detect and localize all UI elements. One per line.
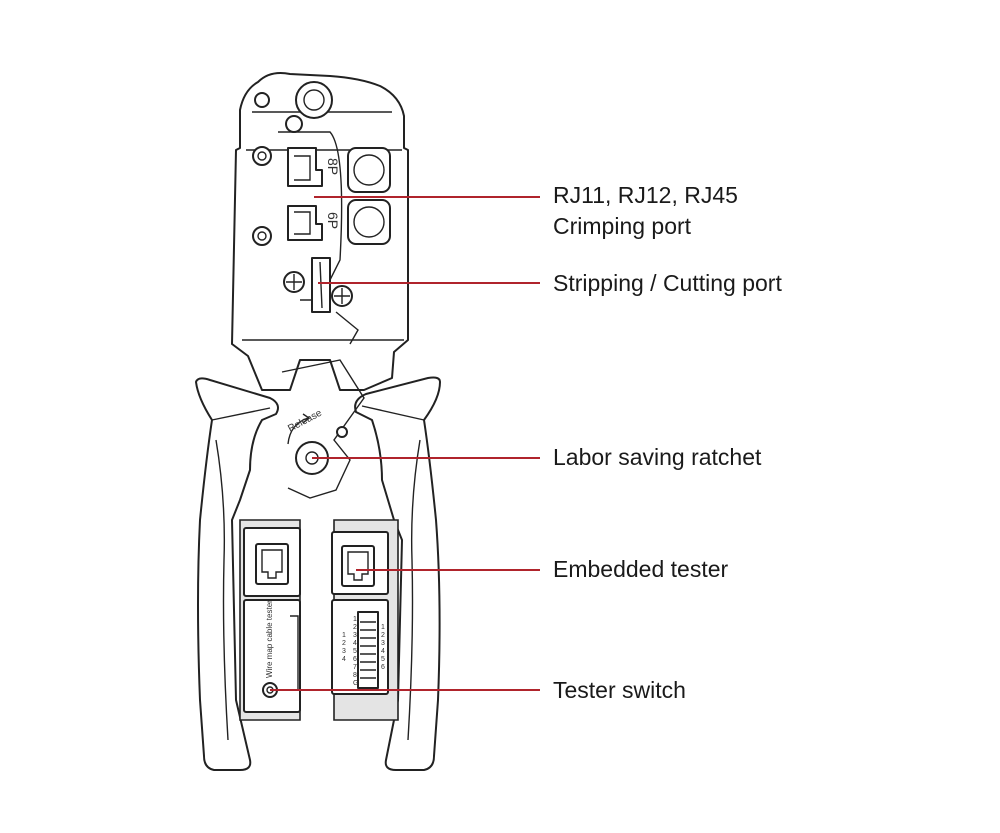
crimp-jaw: 8P 6P [252,81,391,301]
port-8p-label: 8P [325,158,341,175]
wire-map-label: Wire map cable tester [265,600,274,678]
pin-label: 2 [342,640,346,647]
led-indicator-column [357,611,379,689]
pin-label: 3 [381,640,385,647]
pin-label: 1 [353,616,357,623]
pin-label: 4 [353,640,357,647]
callout-labels: RJ11, RJ12, RJ45 Crimping port Stripping… [553,182,782,703]
pin-label: 8 [353,672,357,679]
port-6p-label: 6P [325,212,341,229]
release-arrow [287,417,309,445]
pin-label: 2 [353,624,357,631]
label-labor-saving-ratchet: Labor saving ratchet [553,444,762,470]
label-stripping-cutting-port: Stripping / Cutting port [553,270,782,296]
label-crimping-port-line1: RJ11, RJ12, RJ45 [553,182,738,208]
label-tester-switch: Tester switch [553,677,686,703]
pin-label: 5 [353,648,357,655]
pivot-bolt-large [295,81,333,119]
pin-label: 3 [342,648,346,655]
stripping-cutter [283,257,359,345]
crimping-tool-illustration: 8P 6P Release [195,72,441,771]
tester-module-left: Wire map cable tester [243,527,301,713]
pin-label: G [353,680,358,687]
pin-label: 7 [353,664,357,671]
pin-label: 3 [353,632,357,639]
pin-label: 4 [381,648,385,655]
pin-label: 1 [342,632,346,639]
rj45-8p-die [287,147,323,187]
callout-leaders [270,196,540,691]
pin-label: 1 [381,624,385,631]
pin-label: 2 [381,632,385,639]
rj11-6p-die [287,205,323,241]
pin-label: 6 [381,664,385,671]
label-embedded-tester: Embedded tester [553,556,729,582]
rj45-jack-left [255,543,289,585]
pin-label: 6 [353,656,357,663]
rj45-jack-right [341,545,375,587]
pin-label: 4 [342,656,346,663]
label-crimping-port-line2: Crimping port [553,213,692,239]
release-label: Release [286,408,324,435]
pin-label: 5 [381,656,385,663]
